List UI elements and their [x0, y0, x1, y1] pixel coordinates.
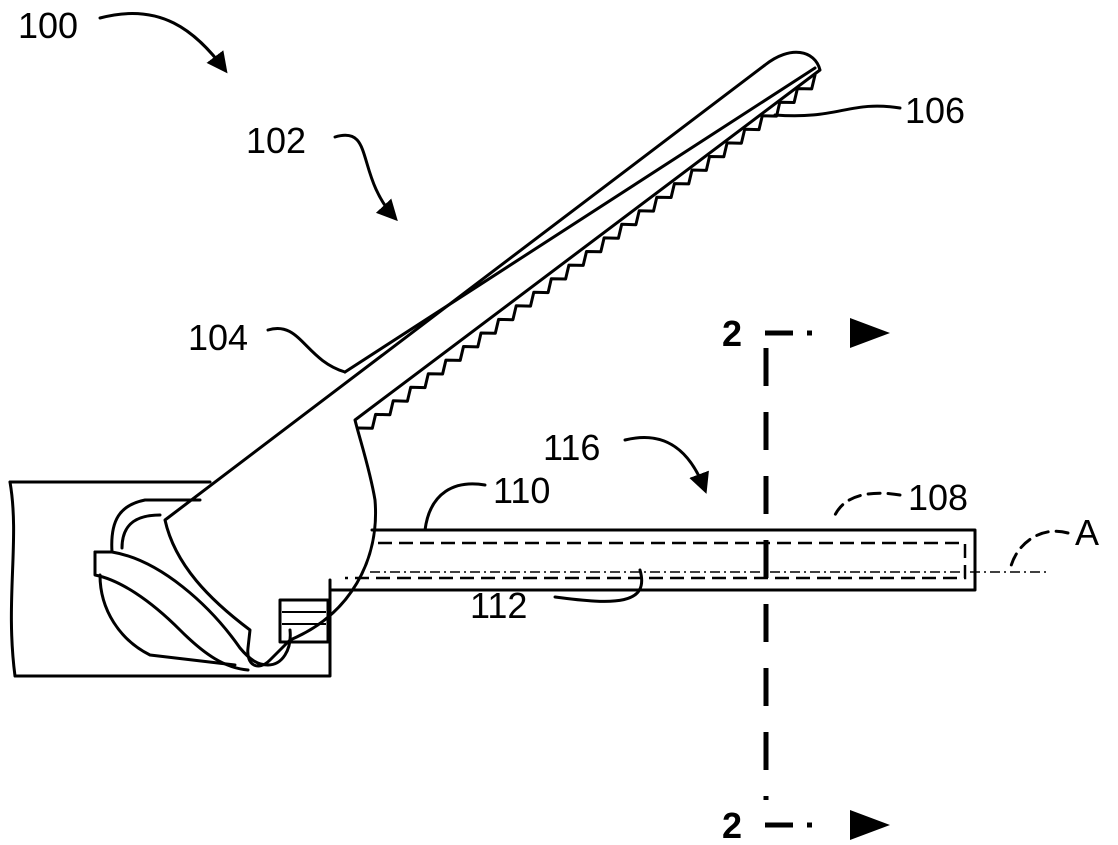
leader-100: [100, 13, 225, 70]
pivot-bracket: [95, 500, 290, 670]
leader-a: [1010, 531, 1068, 570]
label-108: 108: [908, 477, 968, 518]
label-102: 102: [246, 120, 306, 161]
label-110: 110: [493, 470, 550, 511]
leader-104: [268, 328, 345, 372]
leader-116: [625, 437, 705, 490]
label-section-top: 2: [722, 313, 742, 354]
label-112: 112: [470, 585, 527, 626]
label-106: 106: [905, 90, 965, 131]
label-section-bottom: 2: [722, 805, 742, 845]
label-116: 116: [543, 427, 600, 468]
teeth: [358, 75, 815, 428]
label-104: 104: [188, 317, 248, 358]
leader-110: [425, 484, 485, 530]
tube-body: [330, 530, 1050, 590]
leader-106: [775, 106, 900, 116]
leader-112: [555, 570, 642, 601]
leader-102: [335, 135, 395, 218]
label-100: 100: [18, 5, 78, 46]
label-axis-a: A: [1075, 512, 1099, 553]
leader-108: [835, 493, 900, 515]
